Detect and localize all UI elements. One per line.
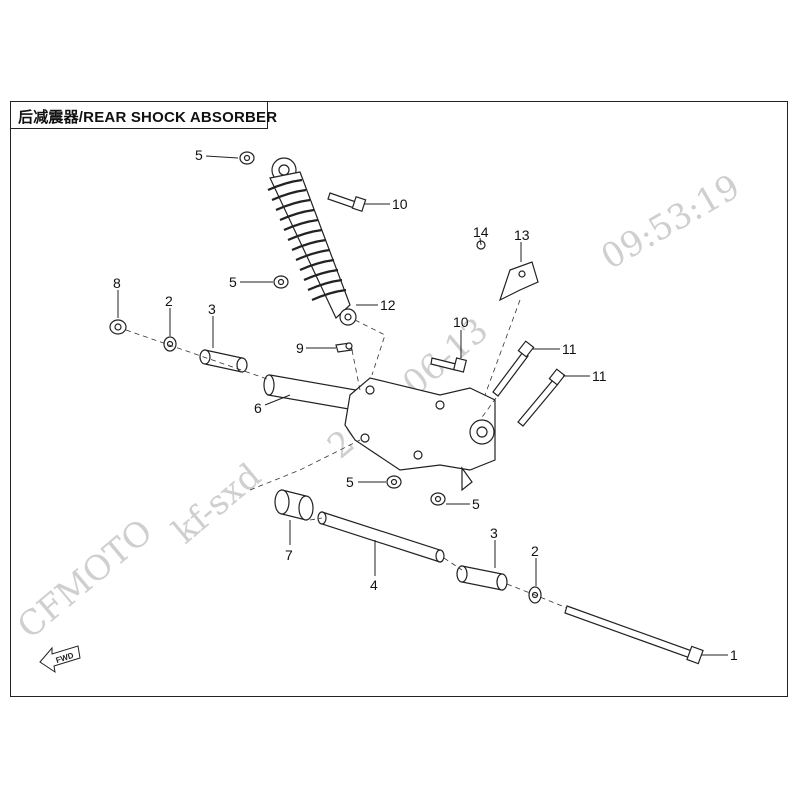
shock-absorber: [267, 157, 357, 326]
callout-labels: 5 10 14 13 5 12 8 2 3 9 10 11 11 6 5 5 7…: [113, 147, 738, 663]
bushing-3-right: [456, 565, 508, 591]
nut-5-low-right: [430, 492, 446, 506]
callout-5: 5: [472, 496, 480, 512]
washer-2-left: [163, 336, 177, 352]
bolt-10-top: [327, 192, 367, 213]
bolt-11-lower: [517, 368, 566, 427]
callout-14: 14: [473, 224, 489, 240]
callout-2: 2: [165, 293, 173, 309]
alignment-lines: [125, 299, 568, 609]
bearing-7: [274, 489, 314, 521]
watermark-user: kf-sxd: [165, 456, 269, 552]
callout-5: 5: [229, 274, 237, 290]
callout-13: 13: [514, 227, 530, 243]
bolt-10-mid: [430, 357, 468, 373]
callout-7: 7: [285, 547, 293, 563]
leader-lines: [117, 155, 728, 656]
title-box: [10, 101, 268, 129]
watermark-time: 09:53:19: [595, 167, 747, 278]
diagram-frame: [10, 101, 788, 697]
nut-5-low: [386, 475, 402, 489]
watermark-brand: CFMOTO: [10, 512, 160, 647]
callout-2: 2: [531, 543, 539, 559]
nut-5-mid: [273, 275, 289, 289]
callout-5: 5: [346, 474, 354, 490]
nut-5-top: [239, 151, 255, 165]
callout-5: 5: [195, 147, 203, 163]
callout-6: 6: [254, 400, 262, 416]
bolt-11-upper: [492, 340, 535, 397]
callout-11: 11: [592, 368, 607, 384]
callout-4: 4: [370, 577, 378, 593]
swing-arm-6: [263, 374, 496, 492]
fwd-arrow: FWD: [39, 645, 81, 674]
tube-4: [317, 511, 445, 563]
bushing-3-left: [199, 349, 248, 373]
callout-12: 12: [380, 297, 396, 313]
callout-10: 10: [392, 196, 408, 212]
callout-9: 9: [296, 340, 304, 356]
callout-8: 8: [113, 275, 121, 291]
axle-bolt-1: [564, 605, 704, 665]
callout-1: 1: [730, 647, 738, 663]
callout-3: 3: [208, 301, 216, 317]
callout-3: 3: [490, 525, 498, 541]
nut-8: [109, 319, 127, 335]
callout-11: 11: [562, 341, 577, 357]
bolt-9: [335, 342, 353, 353]
diagram-title: 后减震器/REAR SHOCK ABSORBER: [18, 109, 278, 126]
bracket-13: [498, 261, 539, 302]
callout-10: 10: [453, 314, 469, 330]
